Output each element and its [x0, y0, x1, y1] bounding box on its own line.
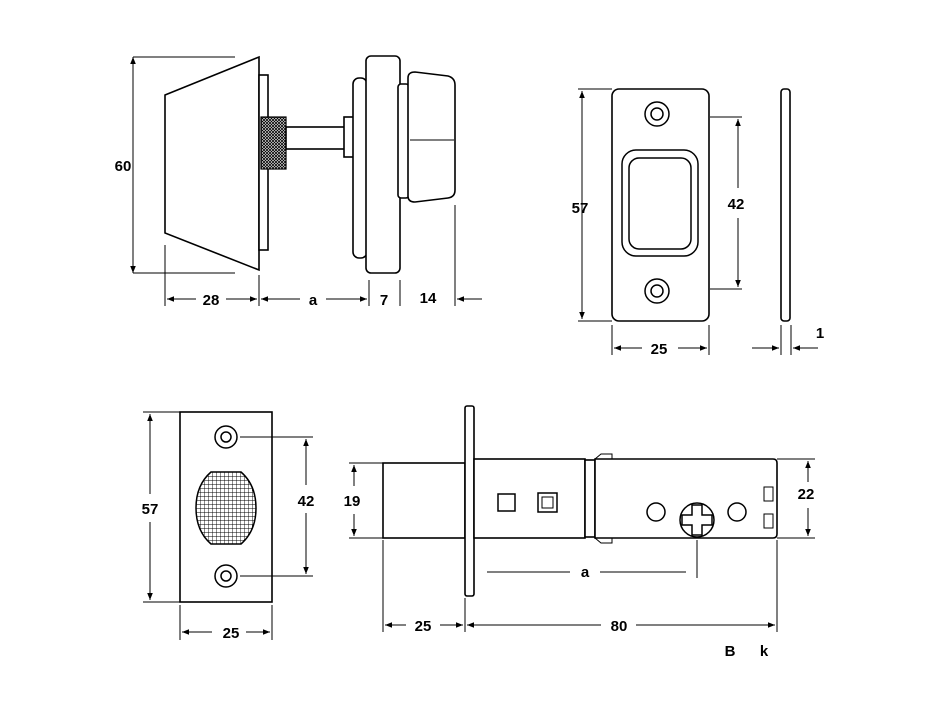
latch-case-joint [584, 459, 596, 538]
dim-spindle-length: a [309, 292, 318, 309]
strike-opening-inner [628, 157, 692, 250]
dim-case-height: 22 [798, 486, 815, 503]
strike-plate [611, 88, 710, 322]
strike-plate-front: 57 42 25 [572, 88, 745, 358]
dim-bolt-height: 19 [344, 493, 361, 510]
follower-cross-hole [679, 502, 715, 538]
latch-side-view: 19 22 a 25 80 [344, 405, 815, 635]
dim-case-length: 80 [611, 618, 628, 635]
latch-faceplate-front: 57 42 25 [142, 411, 315, 642]
dim-backset: a [581, 564, 590, 581]
strike-opening-outer [621, 149, 699, 257]
dim-strike-width: 25 [651, 341, 668, 358]
strike-plate-side: 1 [752, 88, 824, 355]
dim-strike-hole-spacing: 42 [728, 196, 745, 213]
dim-turn-depth: 14 [420, 290, 437, 307]
latch-faceplate-edge [464, 405, 475, 597]
code-b: B [725, 643, 736, 660]
strike-plate-edge [780, 88, 791, 322]
dim-knob-depth: 28 [203, 292, 220, 309]
dim-faceplate-hole-spacing: 42 [298, 493, 315, 510]
turn-rose-back [352, 77, 368, 259]
bolt-face-grid [195, 471, 257, 545]
latch-slot-2 [537, 492, 558, 513]
dim-strike-height: 57 [572, 200, 589, 217]
dim-bolt-projection: 25 [415, 618, 432, 635]
thumb-turn [407, 71, 456, 203]
dim-rose-thickness: 7 [380, 292, 388, 309]
latch-case-front [473, 458, 586, 539]
latch-bolt [382, 462, 466, 539]
latch-case-rear [594, 458, 778, 539]
knob-body [164, 55, 260, 272]
dim-faceplate-width: 25 [223, 625, 240, 642]
dim-faceplate-height: 57 [142, 501, 159, 518]
latch-slot-1 [497, 493, 516, 512]
knob-collar [260, 116, 287, 170]
dim-strike-thickness: 1 [816, 325, 824, 342]
dim-knob-height: 60 [115, 158, 132, 175]
spindle [285, 126, 347, 150]
knob-side-view: 60 28 a 7 14 [115, 55, 482, 309]
code-k: k [760, 643, 769, 660]
turn-rose [365, 55, 401, 274]
